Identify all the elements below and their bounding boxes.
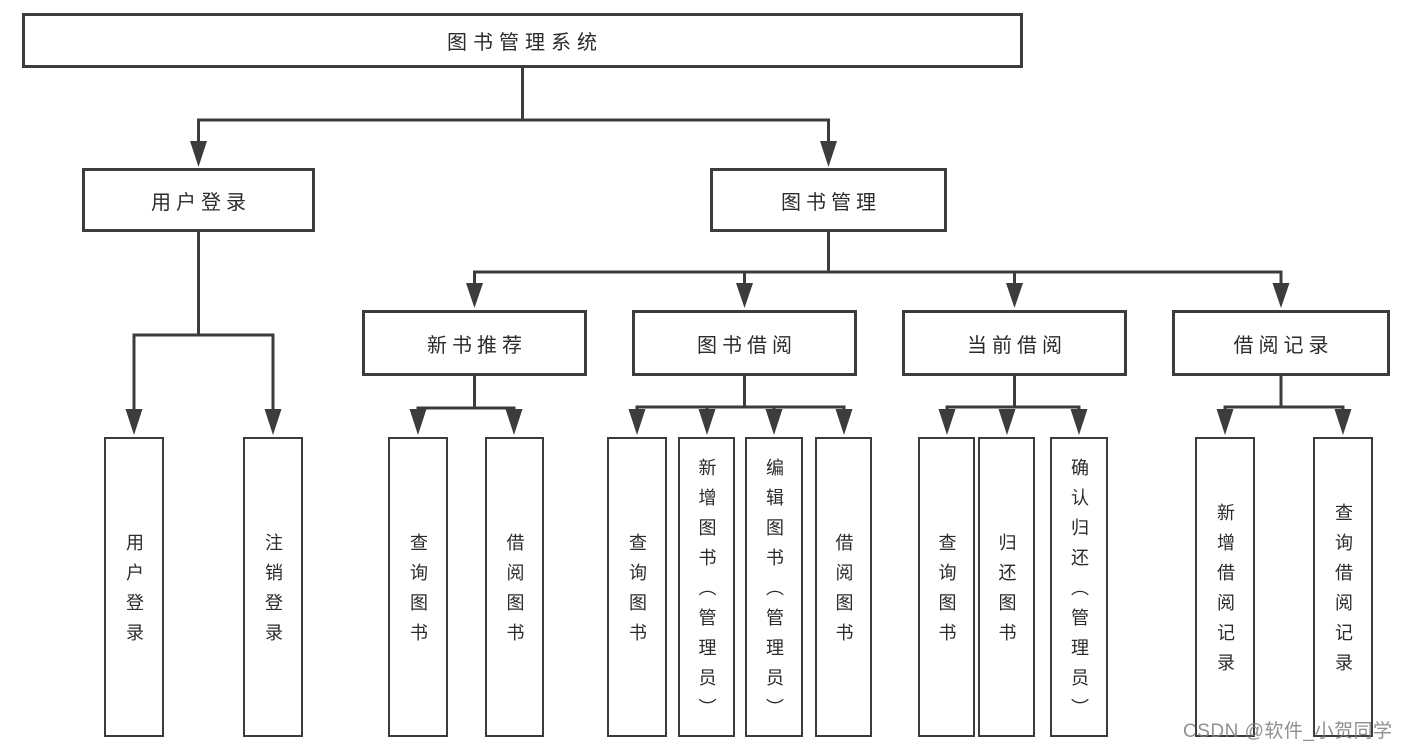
connector-current-borrowing-to-leaves bbox=[945, 376, 1081, 411]
node-new-book-recommend: 新书推荐 bbox=[362, 310, 587, 376]
node-leaf-return-books: 归还图书 bbox=[978, 437, 1035, 737]
node-leaf-add-borrow-record: 新增借阅记录 bbox=[1195, 437, 1255, 737]
arrowhead bbox=[938, 409, 956, 435]
arrowhead bbox=[628, 409, 646, 435]
leaf-label: 借阅图书 bbox=[504, 533, 525, 653]
arrowhead bbox=[835, 409, 853, 435]
leaf-label: 用户登录 bbox=[124, 533, 144, 653]
arrowhead bbox=[998, 409, 1016, 435]
node-leaf-logout: 注销登录 bbox=[243, 437, 303, 737]
arrowhead bbox=[820, 141, 837, 167]
leaf-label: 查询借阅记录 bbox=[1333, 503, 1353, 683]
node-current-borrowing: 当前借阅 bbox=[902, 310, 1127, 376]
watermark-text: CSDN @软件_小贺同学 bbox=[1183, 721, 1393, 742]
connector-user-login-to-leaves bbox=[132, 232, 275, 411]
leaf-label: 编辑图书（管理员） bbox=[764, 458, 784, 728]
node-leaf-query-books-1: 查询图书 bbox=[388, 437, 448, 737]
connector-borrow-records-to-leaves bbox=[1223, 376, 1345, 411]
arrowhead bbox=[409, 409, 427, 435]
node-leaf-borrow-books-1: 借阅图书 bbox=[485, 437, 544, 737]
arrowhead bbox=[1006, 283, 1023, 308]
node-book-management: 图书管理 bbox=[710, 168, 947, 232]
node-user-login: 用户登录 bbox=[82, 168, 315, 232]
arrowhead bbox=[1216, 409, 1234, 435]
arrowhead bbox=[1070, 409, 1088, 435]
leaf-label: 借阅图书 bbox=[833, 533, 854, 653]
arrowhead bbox=[1272, 283, 1290, 308]
arrowhead bbox=[264, 409, 282, 435]
node-leaf-query-borrow-record: 查询借阅记录 bbox=[1313, 437, 1373, 737]
node-leaf-user-login: 用户登录 bbox=[104, 437, 164, 737]
node-leaf-query-books-2: 查询图书 bbox=[607, 437, 667, 737]
arrowhead bbox=[505, 409, 523, 435]
arrowhead bbox=[125, 409, 143, 435]
arrowhead bbox=[190, 141, 207, 167]
arrowhead bbox=[765, 409, 783, 435]
connector-root-to-level2 bbox=[197, 68, 830, 143]
connector-book-management-to-level3 bbox=[473, 232, 1283, 285]
leaf-label: 查询图书 bbox=[936, 533, 957, 653]
connector-new-book-to-leaves bbox=[416, 376, 516, 411]
leaf-label: 新增图书（管理员） bbox=[696, 458, 717, 728]
leaf-label: 注销登录 bbox=[263, 533, 283, 653]
node-leaf-add-books-admin: 新增图书（管理员） bbox=[678, 437, 735, 737]
node-root: 图书管理系统 bbox=[22, 13, 1023, 68]
leaf-label: 确认归还（管理员） bbox=[1069, 458, 1089, 728]
node-leaf-confirm-return-admin: 确认归还（管理员） bbox=[1050, 437, 1108, 737]
node-borrow-records: 借阅记录 bbox=[1172, 310, 1390, 376]
leaf-label: 归还图书 bbox=[996, 533, 1017, 653]
leaf-label: 新增借阅记录 bbox=[1215, 503, 1235, 683]
connector-book-borrowing-to-leaves bbox=[635, 376, 846, 411]
node-book-borrowing: 图书借阅 bbox=[632, 310, 857, 376]
arrowhead bbox=[466, 283, 483, 308]
arrowhead bbox=[698, 409, 716, 435]
leaf-label: 查询图书 bbox=[408, 533, 428, 653]
arrowhead bbox=[736, 283, 753, 308]
arrowhead bbox=[1334, 409, 1352, 435]
node-leaf-edit-books-admin: 编辑图书（管理员） bbox=[745, 437, 803, 737]
leaf-label: 查询图书 bbox=[627, 533, 647, 653]
node-leaf-query-books-3: 查询图书 bbox=[918, 437, 975, 737]
node-leaf-borrow-books-2: 借阅图书 bbox=[815, 437, 872, 737]
